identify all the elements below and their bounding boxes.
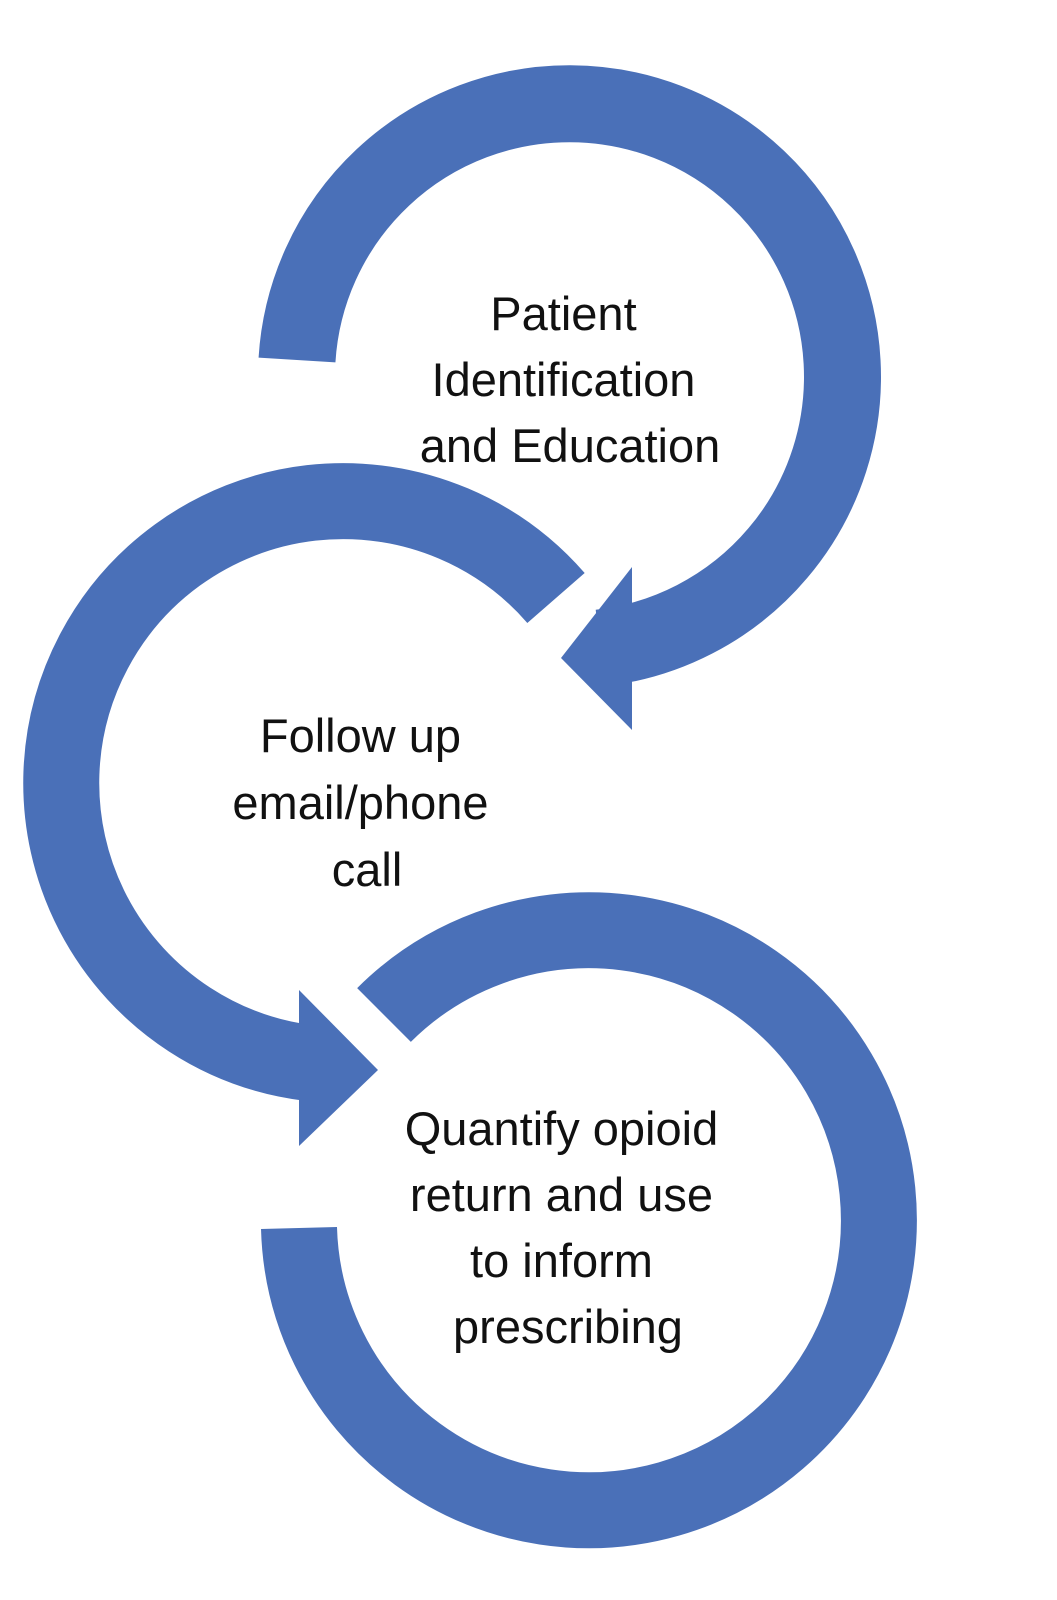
step-2-line-1: Follow up	[260, 709, 461, 762]
step-3-label: Quantify opioid return and use to inform…	[405, 1102, 732, 1353]
step-1-line-2: Identification	[432, 353, 696, 406]
step-2-line-3: call	[332, 843, 403, 896]
step-3-line-4: prescribing	[453, 1300, 683, 1353]
cycle-ring-3	[261, 892, 917, 1549]
step-2-line-2: email/phone	[232, 776, 488, 829]
step-3-line-1: Quantify opioid	[405, 1102, 719, 1155]
cycle-arrow-1	[258, 65, 881, 730]
step-3-line-3: to inform	[470, 1234, 653, 1287]
step-1-line-1: Patient	[490, 287, 636, 340]
cycle-arrow-2	[23, 463, 585, 1146]
step-2-label: Follow up email/phone call	[232, 709, 501, 896]
step-1-line-3: and Education	[420, 419, 721, 472]
step-1-label: Patient Identification and Education	[420, 287, 721, 472]
step-3-line-2: return and use	[410, 1168, 713, 1221]
